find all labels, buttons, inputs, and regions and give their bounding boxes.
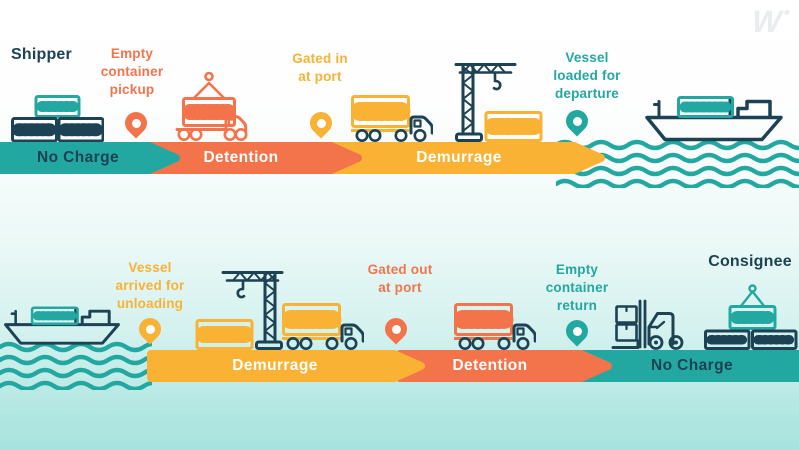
step-vessel-loaded-label: Vessel loaded for departure: [553, 50, 621, 101]
brand-logo: W: [747, 4, 791, 40]
container-truck-icon: [282, 303, 364, 350]
location-pin-icon: [561, 108, 593, 140]
brand-logo-letter: W: [747, 4, 784, 39]
band-demurrage-label: Demurrage: [416, 149, 502, 166]
step-empty-container-pickup-label: Empty container pickup: [100, 46, 164, 97]
container-truck-icon: [454, 303, 536, 350]
band-no-charge-label: No Charge: [651, 357, 733, 374]
container-pickup-truck-icon: [175, 71, 248, 141]
crane-icon: [194, 268, 286, 352]
forklift-icon: [611, 299, 684, 350]
export-charge-band: [0, 142, 605, 174]
step-vessel-arrived-label: Vessel arrived for unloading: [115, 260, 185, 311]
container-truck-icon: [351, 95, 433, 142]
container-stack-icon: [11, 95, 104, 143]
container-spreader-stack-icon: [704, 284, 798, 350]
shipper-label: Shipper: [11, 46, 72, 63]
location-pin-icon: [305, 110, 337, 142]
band-detention-label: Detention: [203, 149, 279, 166]
crane-icon: [452, 60, 544, 144]
brand-logo-dot: [783, 10, 790, 15]
step-gated-out-label: Gated out at port: [367, 262, 433, 295]
location-pin-icon: [134, 316, 166, 348]
location-pin-icon: [561, 318, 593, 350]
band-detention-label: Detention: [452, 357, 528, 374]
consignee-label: Consignee: [708, 253, 792, 270]
location-pin-icon: [120, 110, 152, 142]
cargo-ship-icon: [644, 93, 784, 147]
band-demurrage-label: Demurrage: [232, 357, 318, 374]
band-no-charge-label: No Charge: [37, 149, 119, 166]
step-empty-container-return-label: Empty container return: [545, 262, 609, 313]
import-charge-band: [147, 350, 799, 382]
step-gated-in-label: Gated in at port: [292, 51, 348, 84]
location-pin-icon: [380, 316, 412, 348]
